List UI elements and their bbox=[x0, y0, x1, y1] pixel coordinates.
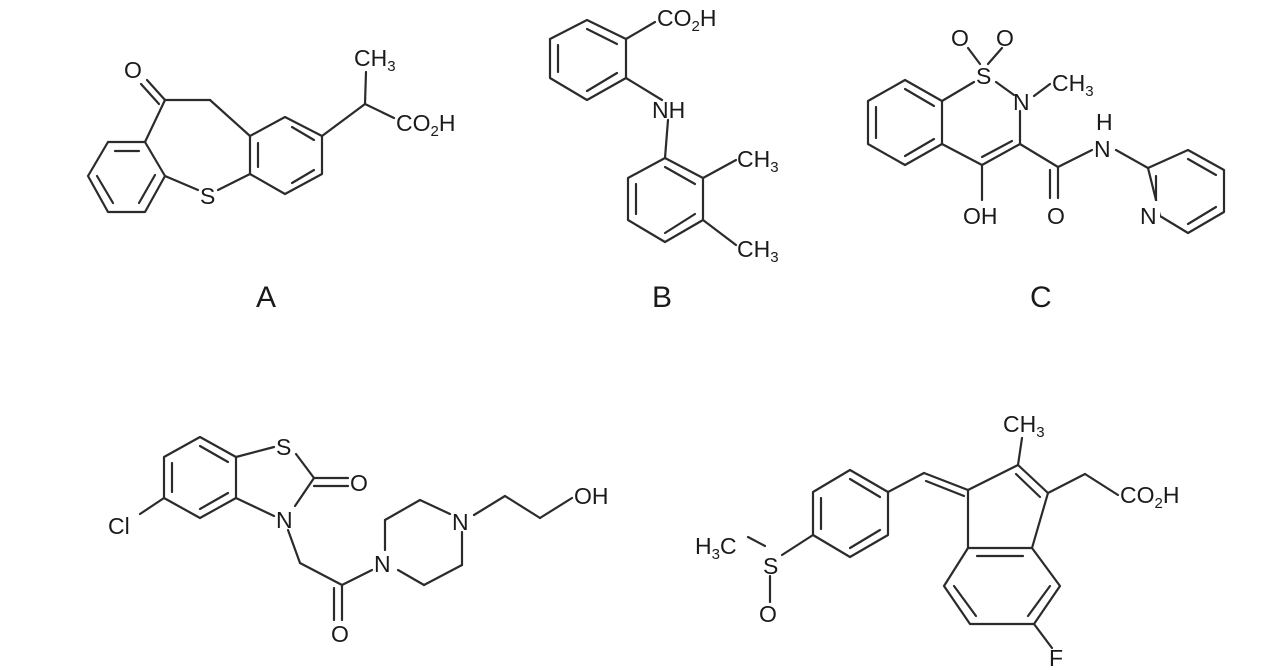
molecule-a-label: A bbox=[256, 281, 276, 314]
molecule-b-upper-ring bbox=[548, 18, 628, 102]
molecule-a: O S CH3 CO2H A bbox=[86, 45, 455, 314]
molecule-c: S O O N CH3 OH O H N N C bbox=[866, 25, 1226, 314]
molecule-b-methyl-2: CH3 bbox=[737, 236, 779, 266]
molecule-b-carboxyl: CO2H bbox=[657, 5, 716, 35]
molecule-a-oxygen: O bbox=[124, 57, 142, 83]
molecule-e-fluorine: F bbox=[1049, 645, 1063, 670]
molecule-d-hydroxyl: OH bbox=[574, 483, 609, 509]
molecule-d-chlorine: Cl bbox=[108, 513, 130, 539]
molecule-e-phenyl-ring bbox=[811, 468, 890, 559]
molecule-c-sulfur: S bbox=[976, 63, 991, 89]
molecule-e-benzo-ring bbox=[942, 546, 1062, 626]
molecule-d-amide-oxygen: O bbox=[331, 621, 349, 647]
molecule-e-sulfinyl-oxygen: O bbox=[759, 601, 777, 627]
molecule-c-hydroxyl: OH bbox=[963, 203, 998, 229]
molecule-e-ring-methyl: CH3 bbox=[1003, 411, 1045, 441]
molecule-d-piperazine-n1: N bbox=[374, 551, 391, 577]
molecule-c-ring-nitrogen: N bbox=[1013, 89, 1030, 115]
molecule-b-amine: NH bbox=[652, 97, 685, 123]
molecule-d-piperazine-n4: N bbox=[452, 509, 469, 535]
molecule-c-benzo-ring bbox=[866, 78, 944, 167]
molecule-a-right-ring bbox=[248, 115, 324, 196]
molecule-b-label: B bbox=[652, 281, 672, 314]
molecule-d-ring-oxygen: O bbox=[350, 470, 368, 496]
molecule-b-lower-ring bbox=[626, 156, 705, 244]
molecule-a-sulfur: S bbox=[200, 183, 215, 209]
molecule-c-sulfonyl-oxygen-2: O bbox=[996, 25, 1014, 51]
molecule-d-ring-nitrogen: N bbox=[276, 507, 293, 533]
molecule-d: S O N Cl O N N OH bbox=[108, 434, 609, 647]
molecule-e-carboxyl: CO2H bbox=[1120, 482, 1179, 512]
molecule-c-label: C bbox=[1030, 281, 1052, 314]
molecule-c-methyl: CH3 bbox=[1052, 70, 1094, 100]
molecule-c-amide-oxygen: O bbox=[1047, 203, 1065, 229]
molecule-c-pyridine-nitrogen: N bbox=[1140, 203, 1157, 229]
molecule-d-benzo-ring bbox=[162, 435, 238, 520]
molecule-a-carboxyl: CO2H bbox=[396, 110, 455, 140]
molecule-d-sulfur: S bbox=[276, 434, 291, 460]
molecule-b: CO2H NH CH3 CH3 B bbox=[548, 5, 779, 314]
molecule-c-amide-hydrogen: H bbox=[1096, 109, 1113, 135]
molecule-a-methyl: CH3 bbox=[354, 45, 396, 75]
molecule-c-sulfonyl-oxygen-1: O bbox=[951, 25, 969, 51]
molecule-e-methyl: H3C bbox=[695, 533, 737, 563]
molecule-b-methyl-1: CH3 bbox=[737, 146, 779, 176]
molecule-c-amide-nitrogen: N bbox=[1094, 136, 1111, 162]
molecule-e-sulfur: S bbox=[763, 553, 778, 579]
molecule-e: H3C S O CH3 CO2H F bbox=[695, 411, 1179, 670]
